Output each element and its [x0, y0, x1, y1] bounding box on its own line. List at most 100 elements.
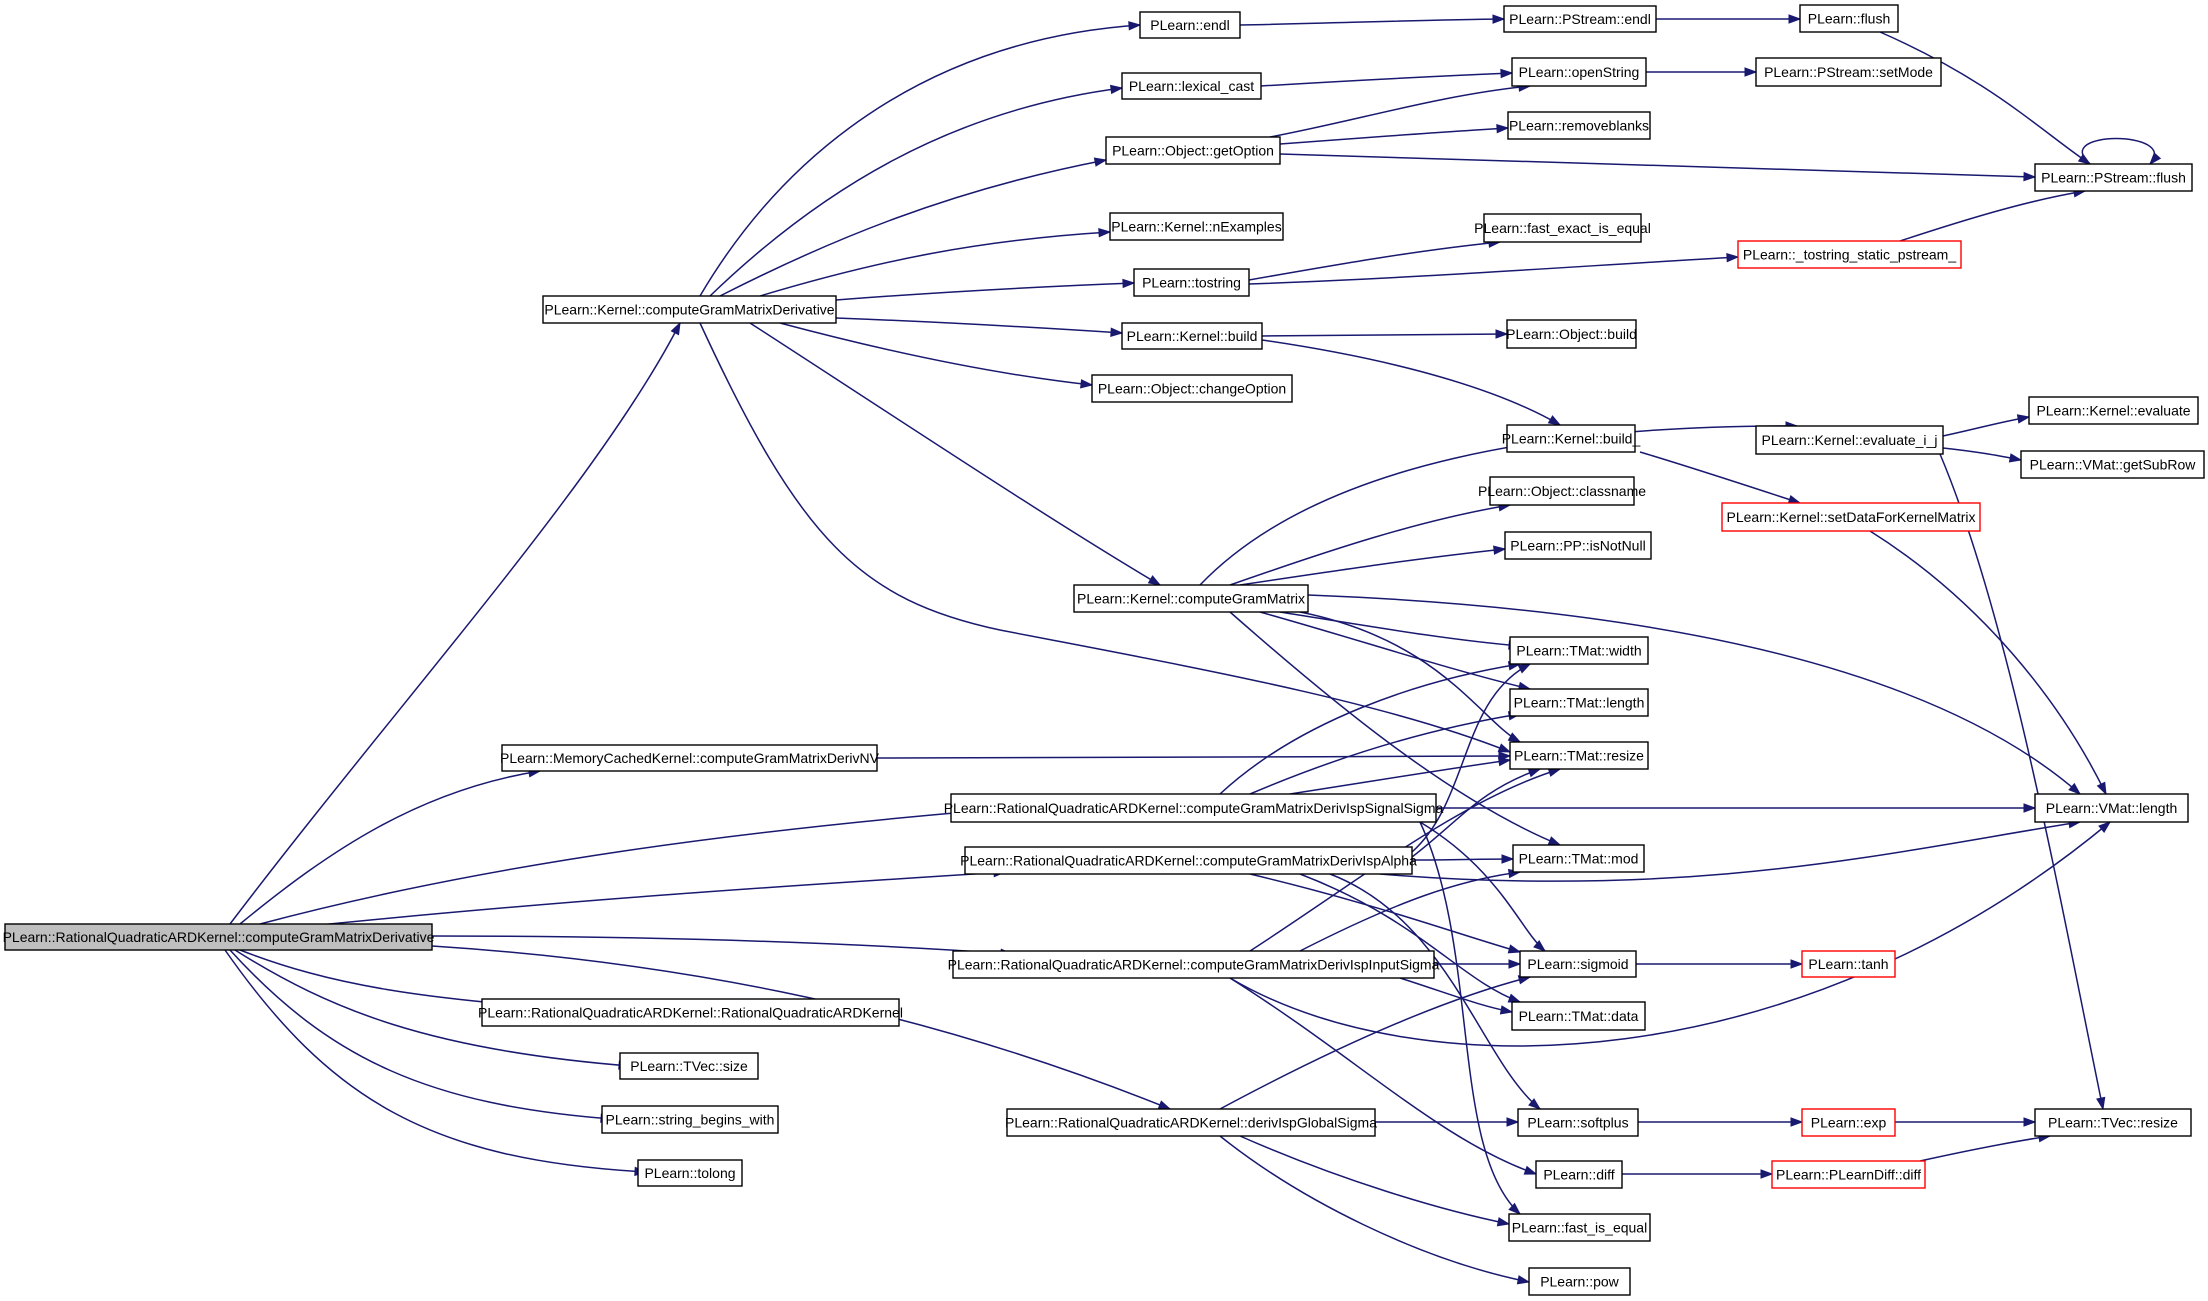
function-node-tostring[interactable]: PLearn::tostring	[1133, 268, 1250, 297]
function-node-tolong[interactable]: PLearn::tolong	[637, 1159, 743, 1187]
node-box[interactable]	[1504, 531, 1652, 560]
node-box[interactable]	[950, 793, 1437, 823]
node-box[interactable]	[1512, 844, 1645, 873]
node-box[interactable]	[1511, 1001, 1646, 1031]
node-box[interactable]	[1755, 57, 1942, 87]
node-box[interactable]	[1506, 424, 1636, 453]
node-box[interactable]	[1535, 1160, 1623, 1189]
function-node-tanh[interactable]: PLearn::tanh	[1801, 950, 1896, 978]
function-node-tmdata[interactable]: PLearn::TMat::data	[1511, 1001, 1646, 1031]
node-box[interactable]	[1771, 1160, 1926, 1189]
node-box[interactable]	[1509, 688, 1649, 717]
node-box[interactable]	[501, 744, 878, 772]
function-node-pldiff[interactable]: PLearn::PLearnDiff::diff	[1771, 1160, 1926, 1189]
node-box[interactable]	[1799, 4, 1899, 33]
function-node-tvresize[interactable]: PLearn::TVec::resize	[2034, 1108, 2192, 1137]
node-box[interactable]	[1489, 476, 1635, 506]
node-box[interactable]	[1105, 136, 1281, 165]
node-box[interactable]	[1139, 11, 1241, 39]
node-box[interactable]	[2028, 396, 2199, 425]
function-node-pow[interactable]: PLearn::pow	[1528, 1267, 1631, 1296]
node-box[interactable]	[1519, 950, 1637, 978]
function-node-global[interactable]: PLearn::RationalQuadraticARDKernel::deri…	[1005, 1108, 1377, 1137]
node-box[interactable]	[1503, 5, 1657, 33]
function-node-tmlength[interactable]: PLearn::TMat::length	[1509, 688, 1649, 717]
function-node-evalij[interactable]: PLearn::Kernel::evaluate_i_j	[1755, 425, 1944, 455]
function-node-signal[interactable]: PLearn::RationalQuadraticARDKernel::comp…	[944, 793, 1444, 823]
node-box[interactable]	[1073, 584, 1309, 613]
function-node-psendl[interactable]: PLearn::PStream::endl	[1503, 5, 1657, 33]
function-node-root[interactable]: PLearn::RationalQuadraticARDKernel::comp…	[3, 923, 435, 951]
function-node-keval[interactable]: PLearn::Kernel::evaluate	[2028, 396, 2199, 425]
function-node-rmblanks[interactable]: PLearn::removeblanks	[1507, 111, 1651, 140]
function-node-tsp[interactable]: PLearn::_tostring_static_pstream_	[1737, 240, 1962, 269]
function-node-kcgmd[interactable]: PLearn::Kernel::computeGramMatrixDerivat…	[542, 295, 837, 324]
node-box[interactable]	[1006, 1108, 1376, 1137]
function-node-sbw[interactable]: PLearn::string_begins_with	[601, 1105, 779, 1134]
node-box[interactable]	[1133, 268, 1250, 297]
node-box[interactable]	[964, 846, 1413, 875]
function-node-endl[interactable]: PLearn::endl	[1139, 11, 1241, 39]
node-box[interactable]	[1737, 240, 1962, 269]
node-box[interactable]	[2020, 450, 2205, 479]
function-node-setdata[interactable]: PLearn::Kernel::setDataForKernelMatrix	[1721, 502, 1981, 532]
function-node-sigmoid[interactable]: PLearn::sigmoid	[1519, 950, 1637, 978]
function-node-lexcast[interactable]: PLearn::lexical_cast	[1121, 72, 1262, 100]
node-box[interactable]	[481, 998, 900, 1027]
node-box[interactable]	[1517, 1108, 1639, 1137]
node-box[interactable]	[1091, 374, 1293, 403]
node-box[interactable]	[1508, 1213, 1651, 1242]
node-box[interactable]	[1755, 425, 1944, 455]
function-node-setmode[interactable]: PLearn::PStream::setMode	[1755, 57, 1942, 87]
node-box[interactable]	[952, 950, 1435, 979]
node-box[interactable]	[1507, 111, 1651, 140]
function-node-nex[interactable]: PLearn::Kernel::nExamples	[1109, 212, 1284, 241]
function-node-diff[interactable]: PLearn::diff	[1535, 1160, 1623, 1189]
node-box[interactable]	[1109, 212, 1284, 241]
function-node-tmresize[interactable]: PLearn::TMat::resize	[1509, 741, 1649, 770]
function-node-fexeq[interactable]: PLearn::fast_exact_is_equal	[1474, 213, 1651, 243]
function-node-input[interactable]: PLearn::RationalQuadraticARDKernel::comp…	[948, 950, 1440, 979]
node-box[interactable]	[619, 1052, 759, 1080]
function-node-fiseq[interactable]: PLearn::fast_is_equal	[1508, 1213, 1651, 1242]
function-node-kcgm[interactable]: PLearn::Kernel::computeGramMatrix	[1073, 584, 1309, 613]
function-node-tmmod[interactable]: PLearn::TMat::mod	[1512, 844, 1645, 873]
function-node-mck[interactable]: PLearn::MemoryCachedKernel::computeGramM…	[500, 744, 880, 772]
node-box[interactable]	[1511, 57, 1647, 87]
function-node-exp[interactable]: PLearn::exp	[1801, 1108, 1896, 1137]
node-box[interactable]	[601, 1105, 779, 1134]
node-box[interactable]	[1801, 950, 1896, 978]
node-box[interactable]	[1483, 213, 1642, 243]
node-box[interactable]	[1509, 636, 1649, 665]
function-node-kbuild[interactable]: PLearn::Kernel::build	[1121, 322, 1263, 350]
node-box[interactable]	[1721, 502, 1981, 532]
function-node-classname[interactable]: PLearn::Object::classname	[1478, 476, 1646, 506]
function-node-softplus[interactable]: PLearn::softplus	[1517, 1108, 1639, 1137]
node-box[interactable]	[542, 295, 837, 324]
function-node-psflush[interactable]: PLearn::PStream::flush	[2034, 163, 2193, 192]
node-box[interactable]	[2034, 1108, 2192, 1137]
function-node-objbuild[interactable]: PLearn::Object::build	[1506, 319, 1637, 349]
function-node-getsubrow[interactable]: PLearn::VMat::getSubRow	[2020, 450, 2205, 479]
node-box[interactable]	[637, 1159, 743, 1187]
node-box[interactable]	[4, 923, 433, 951]
function-node-alpha[interactable]: PLearn::RationalQuadraticARDKernel::comp…	[960, 846, 1417, 875]
function-node-vmlength[interactable]: PLearn::VMat::length	[2034, 793, 2189, 823]
node-box[interactable]	[1506, 319, 1637, 349]
node-box[interactable]	[1801, 1108, 1896, 1137]
function-node-kbuild_[interactable]: PLearn::Kernel::build_	[1502, 424, 1641, 453]
function-node-ctor[interactable]: PLearn::RationalQuadraticARDKernel::Rati…	[478, 998, 903, 1027]
function-node-chopt[interactable]: PLearn::Object::changeOption	[1091, 374, 1293, 403]
node-box[interactable]	[1509, 741, 1649, 770]
function-node-flush[interactable]: PLearn::flush	[1799, 4, 1899, 33]
function-node-getopt[interactable]: PLearn::Object::getOption	[1105, 136, 1281, 165]
node-box[interactable]	[1121, 322, 1263, 350]
node-box[interactable]	[2034, 163, 2193, 192]
node-box[interactable]	[1528, 1267, 1631, 1296]
node-box[interactable]	[1121, 72, 1262, 100]
node-box[interactable]	[2034, 793, 2189, 823]
function-node-tvsize[interactable]: PLearn::TVec::size	[619, 1052, 759, 1080]
function-node-tmwidth[interactable]: PLearn::TMat::width	[1509, 636, 1649, 665]
function-node-isnotnull[interactable]: PLearn::PP::isNotNull	[1504, 531, 1652, 560]
function-node-openstr[interactable]: PLearn::openString	[1511, 57, 1647, 87]
